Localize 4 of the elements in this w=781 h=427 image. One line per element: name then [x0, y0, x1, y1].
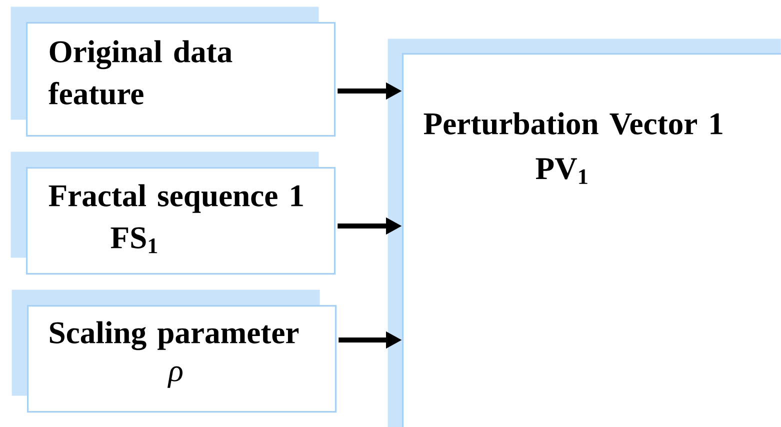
process-box: Original data feature: [10, 6, 336, 137]
process-box: Scaling parameter ρ: [12, 290, 337, 413]
process-box: Perturbation Vector 1 PV$_{1}$: [388, 38, 781, 427]
process-box: Fractal sequence 1 FS$_{1}$: [10, 152, 336, 275]
